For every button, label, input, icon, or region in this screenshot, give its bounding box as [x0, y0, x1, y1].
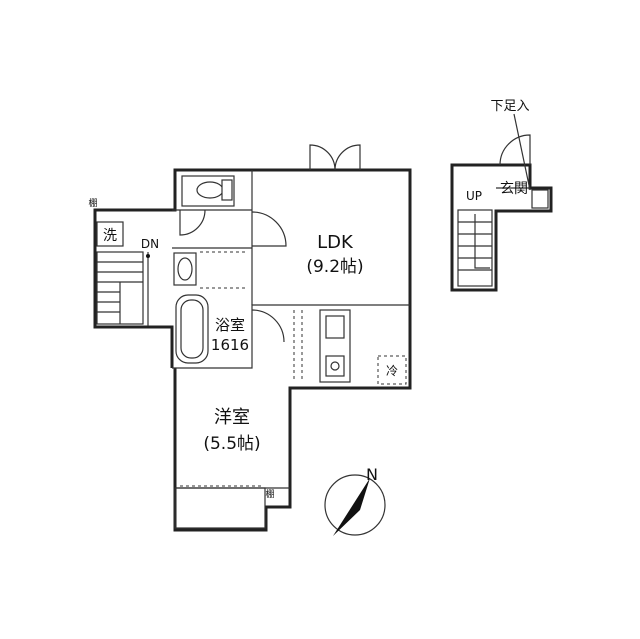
- kitchen-shelf: [293, 310, 303, 382]
- balcony-door: [309, 144, 361, 171]
- staircase-down: [96, 251, 150, 326]
- main-unit-walls: [93, 168, 412, 532]
- bedroom-size: (5.5帖): [203, 434, 260, 454]
- entrance-label: 玄関: [500, 180, 528, 197]
- compass: N: [324, 465, 386, 536]
- vanity-shelf: [200, 251, 248, 289]
- compass-north-arrow: [333, 478, 370, 536]
- bath-door: [251, 309, 285, 343]
- up-label: UP: [466, 189, 482, 203]
- staircase-up: [457, 209, 493, 287]
- vanity: [173, 252, 197, 286]
- down-label: DN: [141, 237, 159, 251]
- shoe-cabinet: [531, 189, 549, 209]
- bedroom-name: 洋室: [214, 407, 250, 428]
- toilet: [181, 175, 235, 207]
- shelf-label-top: 棚: [88, 197, 97, 209]
- shoe-area-label: 下足入: [490, 99, 529, 114]
- ldk-name: LDK: [317, 232, 354, 253]
- toilet-door: [179, 209, 206, 236]
- bathtub: [175, 294, 209, 364]
- washer-space: 洗: [96, 221, 124, 247]
- bedroom-closet: [174, 485, 266, 529]
- washer-label: 洗: [103, 228, 117, 244]
- fridge-label: 冷: [386, 364, 398, 378]
- fridge-space: 冷: [377, 355, 407, 385]
- bath-name: 浴室: [215, 316, 245, 334]
- ldk-door: [251, 211, 287, 247]
- shoe-area-leader: [513, 113, 531, 191]
- kitchen-counter: [319, 309, 351, 383]
- entrance-door: [499, 134, 531, 166]
- compass-north-label: N: [366, 465, 378, 484]
- ldk-size: (9.2帖): [306, 257, 363, 277]
- shelf-label-bottom: 棚: [265, 488, 274, 500]
- bath-size: 1616: [211, 336, 249, 354]
- entrance-unit-walls: [450, 163, 553, 292]
